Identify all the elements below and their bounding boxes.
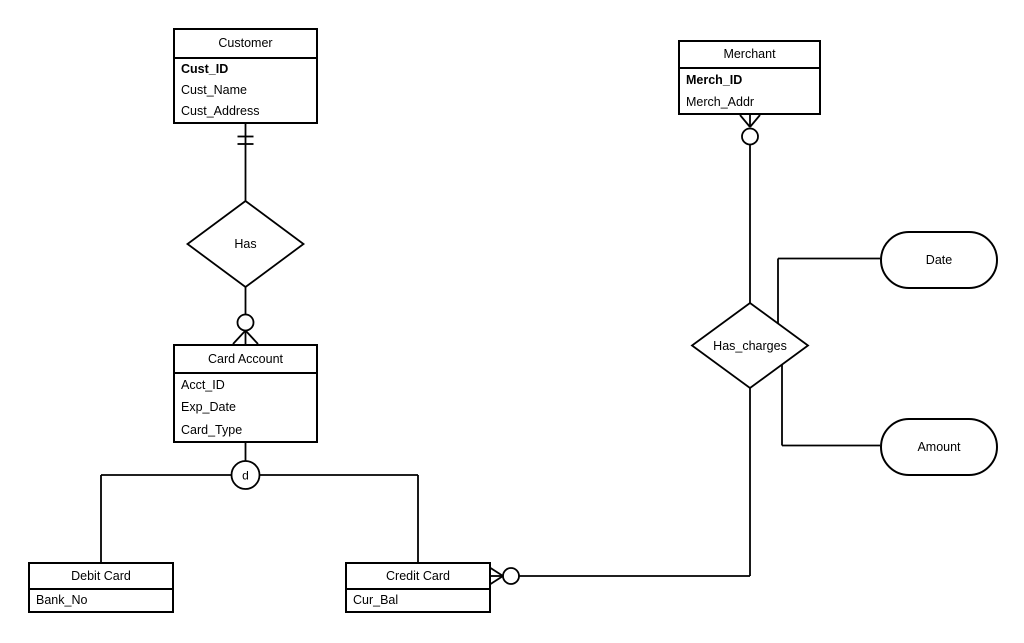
connector-merchant-has-charges xyxy=(739,114,761,303)
crow-foot-credit-card xyxy=(488,566,504,586)
relationship-has-diamond[interactable] xyxy=(185,199,306,289)
attr-merch-addr: Merch_Addr xyxy=(686,94,755,109)
entity-merchant-attrs: Merch_ID Merch_Addr xyxy=(680,69,819,113)
attr-bank-no: Bank_No xyxy=(36,593,88,608)
entity-debit-card-attrs: Bank_No xyxy=(30,590,172,611)
attribute-date-label: Date xyxy=(925,253,953,267)
entity-card-account[interactable]: Card Account Acct_ID Exp_Date Card_Type xyxy=(173,344,318,443)
entity-debit-card-title: Debit Card xyxy=(30,564,172,590)
entity-credit-card-attrs: Cur_Bal xyxy=(347,590,489,611)
connector-credit-card-has-charges xyxy=(488,388,751,586)
cardinality-zero-circle-credit-card xyxy=(502,567,520,585)
attr-acct-id: Acct_ID xyxy=(181,377,225,392)
attribute-amount-oval[interactable]: Amount xyxy=(880,418,998,476)
entity-card-account-title: Card Account xyxy=(175,346,316,374)
entity-customer[interactable]: Customer Cust_ID Cust_Name Cust_Address xyxy=(173,28,318,124)
entity-credit-card-title: Credit Card xyxy=(347,564,489,590)
attribute-amount-label: Amount xyxy=(917,440,961,454)
entity-credit-card[interactable]: Credit Card Cur_Bal xyxy=(345,562,491,613)
cardinality-zero-circle-card-account xyxy=(236,313,255,332)
attr-merch-id: Merch_ID xyxy=(686,72,743,87)
connector-customer-has xyxy=(237,124,254,201)
attr-cust-name: Cust_Name xyxy=(181,83,247,98)
cardinality-zero-circle-merchant xyxy=(741,127,759,146)
entity-debit-card[interactable]: Debit Card Bank_No xyxy=(28,562,174,613)
crow-foot-merchant xyxy=(739,114,761,128)
connector-d-credit-card xyxy=(259,474,419,562)
attr-exp-date: Exp_Date xyxy=(181,400,236,415)
entity-customer-title: Customer xyxy=(175,30,316,59)
attribute-date-oval[interactable]: Date xyxy=(880,231,998,289)
entity-merchant-title: Merchant xyxy=(680,42,819,69)
connector-d-debit-card xyxy=(100,474,232,562)
crow-foot-card-account xyxy=(232,329,259,345)
connector-has-charges-date xyxy=(777,257,880,324)
connector-has-charges-amount xyxy=(781,364,880,447)
relationship-has-charges-diamond[interactable] xyxy=(690,301,810,390)
attr-cur-bal: Cur_Bal xyxy=(353,593,399,608)
entity-customer-attrs: Cust_ID Cust_Name Cust_Address xyxy=(175,59,316,122)
attr-cust-id: Cust_ID xyxy=(181,62,229,77)
entity-merchant[interactable]: Merchant Merch_ID Merch_Addr xyxy=(678,40,821,115)
entity-card-account-attrs: Acct_ID Exp_Date Card_Type xyxy=(175,374,316,441)
connector-has-card-account xyxy=(232,287,259,345)
attr-cust-address: Cust_Address xyxy=(181,104,260,119)
specialization-d-label: d xyxy=(242,469,249,483)
attr-card-type: Card_Type xyxy=(181,422,243,437)
